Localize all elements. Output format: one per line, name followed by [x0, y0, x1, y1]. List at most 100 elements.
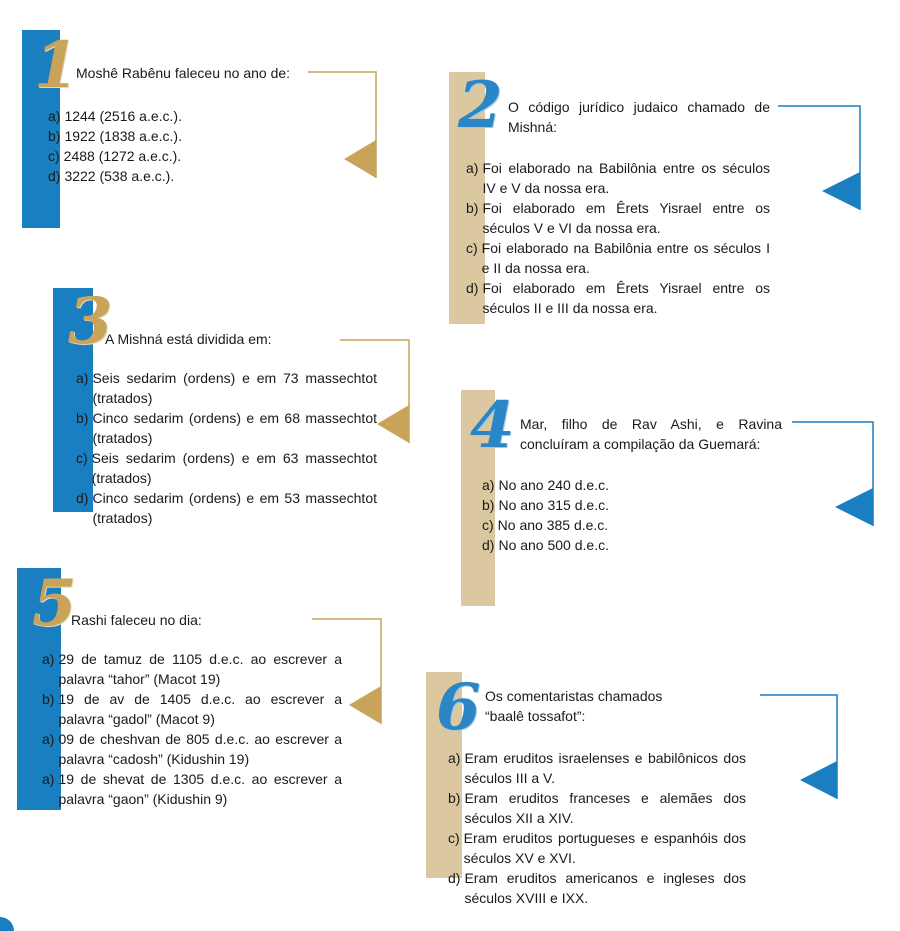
- question-5-text: Rashi faleceu no dia:: [71, 612, 202, 628]
- q4-arrow-triangle: [835, 488, 873, 526]
- q1-number: 1: [34, 28, 79, 103]
- option-item: b)Eram eruditos franceses e alemães dos …: [448, 788, 746, 828]
- option-letter: b): [448, 790, 461, 806]
- option-text: 3222 (538 a.e.c.).: [64, 168, 175, 184]
- q4-accent-bar: [461, 390, 495, 606]
- option-letter: a): [48, 108, 61, 124]
- option-text: Seis sedarim (ordens) e em 73 massechtot…: [92, 370, 377, 406]
- option-item: c)Eram eruditos portugueses e espanhóis …: [448, 828, 746, 868]
- option-text: No ano 500 d.e.c.: [498, 537, 609, 553]
- question-2: O código jurídico judaico chamado de Mis…: [508, 97, 770, 137]
- option-item: a)Seis sedarim (ordens) e em 73 massecht…: [76, 368, 377, 408]
- question-5-options: a)29 de tamuz de 1105 d.e.c. ao escrever…: [42, 649, 342, 809]
- option-item: d)Foi elaborado em Êrets Yisrael entre o…: [466, 278, 770, 318]
- question-1: Moshê Rabênu faleceu no ano de:: [76, 63, 304, 83]
- question-1-text: Moshê Rabênu faleceu no ano de:: [76, 65, 291, 81]
- option-letter: d): [48, 168, 61, 184]
- option-letter: a): [76, 370, 89, 386]
- option-letter: a): [42, 731, 55, 747]
- option-letter: b): [482, 497, 495, 513]
- option-text: No ano 385 d.e.c.: [497, 517, 609, 533]
- q5-arrow-triangle: [349, 686, 381, 724]
- option-item: b)No ano 315 d.e.c.: [482, 495, 742, 515]
- q6-arrow-triangle: [800, 761, 837, 799]
- option-item: c)No ano 385 d.e.c.: [482, 515, 742, 535]
- option-item: d)Cinco sedarim (ordens) e em 53 massech…: [76, 488, 377, 528]
- option-text: Foi elaborado em Êrets Yisrael entre os …: [482, 280, 770, 316]
- option-item: a)29 de tamuz de 1105 d.e.c. ao escrever…: [42, 649, 342, 689]
- option-text: 19 de av de 1405 d.e.c. ao escrever a pa…: [58, 691, 342, 727]
- option-text: Foi elaborado em Êrets Yisrael entre os …: [482, 200, 770, 236]
- option-letter: c): [76, 450, 88, 466]
- option-letter: b): [48, 128, 61, 144]
- option-letter: c): [482, 517, 494, 533]
- option-item: c)2488 (1272 a.e.c.).: [48, 146, 308, 166]
- option-item: d)No ano 500 d.e.c.: [482, 535, 742, 555]
- option-letter: c): [448, 830, 460, 846]
- q4-number: 4: [470, 388, 515, 463]
- option-item: a)Eram eruditos israelenses e babilônico…: [448, 748, 746, 788]
- option-item: a)No ano 240 d.e.c.: [482, 475, 742, 495]
- option-item: a)Foi elaborado na Babilônia entre os sé…: [466, 158, 770, 198]
- option-text: Eram eruditos americanos e ingleses dos …: [464, 870, 746, 906]
- option-letter: b): [466, 200, 479, 216]
- question-2-options: a)Foi elaborado na Babilônia entre os sé…: [466, 158, 770, 318]
- option-letter: a): [466, 160, 479, 176]
- q2-arrow-triangle: [822, 172, 860, 210]
- option-letter: b): [42, 691, 55, 707]
- question-4: Mar, filho de Rav Ashi, e Ravina concluí…: [520, 414, 782, 454]
- question-1-options: a)1244 (2516 a.e.c.). b)1922 (1838 a.e.c…: [48, 106, 308, 186]
- question-3: A Mishná está dividida em:: [105, 329, 335, 349]
- q6-number: 6: [436, 670, 481, 745]
- question-6-text: Os comentaristas chamados “baalê tossafo…: [485, 688, 663, 724]
- option-item: d)Eram eruditos americanos e ingleses do…: [448, 868, 746, 908]
- option-text: Cinco sedarim (ordens) e em 68 massechto…: [92, 410, 377, 446]
- option-item: a)19 de shevat de 1305 d.e.c. ao escreve…: [42, 769, 342, 809]
- option-text: 1922 (1838 a.e.c.).: [64, 128, 182, 144]
- option-item: b)Foi elaborado em Êrets Yisrael entre o…: [466, 198, 770, 238]
- option-item: b)19 de av de 1405 d.e.c. ao escrever a …: [42, 689, 342, 729]
- q5-accent-bar: [17, 568, 61, 810]
- option-item: b)Cinco sedarim (ordens) e em 68 massech…: [76, 408, 377, 448]
- question-5: Rashi faleceu no dia:: [71, 610, 301, 630]
- option-text: Eram eruditos israelenses e babilônicos …: [464, 750, 746, 786]
- option-item: a)09 de cheshvan de 805 d.e.c. ao escrev…: [42, 729, 342, 769]
- q6-accent-bar: [426, 672, 462, 878]
- option-text: No ano 315 d.e.c.: [498, 497, 609, 513]
- option-text: 2488 (1272 a.e.c.).: [63, 148, 182, 164]
- q1-arrow-triangle: [344, 140, 376, 178]
- option-letter: c): [48, 148, 60, 164]
- option-letter: a): [482, 477, 495, 493]
- q1-accent-bar: [22, 30, 60, 228]
- option-item: c)Seis sedarim (ordens) e em 63 massecht…: [76, 448, 377, 488]
- q5-number: 5: [32, 566, 77, 641]
- option-letter: a): [42, 771, 55, 787]
- option-text: Eram eruditos portugueses e espanhóis do…: [463, 830, 746, 866]
- option-item: d)3222 (538 a.e.c.).: [48, 166, 308, 186]
- option-text: Foi elaborado na Babilônia entre os sécu…: [481, 240, 770, 276]
- question-2-text: O código jurídico judaico chamado de Mis…: [508, 99, 770, 135]
- question-4-text: Mar, filho de Rav Ashi, e Ravina concluí…: [520, 416, 782, 452]
- option-text: Foi elaborado na Babilônia entre os sécu…: [482, 160, 770, 196]
- q2-number: 2: [458, 68, 503, 143]
- option-text: No ano 240 d.e.c.: [498, 477, 609, 493]
- q2-accent-bar: [449, 72, 485, 324]
- option-letter: d): [76, 490, 89, 506]
- option-letter: d): [466, 280, 479, 296]
- option-letter: c): [466, 240, 478, 256]
- option-letter: d): [448, 870, 461, 886]
- option-text: 1244 (2516 a.e.c.).: [64, 108, 182, 124]
- q3-number: 3: [68, 284, 113, 359]
- option-text: Eram eruditos franceses e alemães dos sé…: [464, 790, 746, 826]
- question-6: Os comentaristas chamados “baalê tossafo…: [485, 686, 685, 726]
- option-item: b)1922 (1838 a.e.c.).: [48, 126, 308, 146]
- option-text: Cinco sedarim (ordens) e em 53 massechto…: [92, 490, 377, 526]
- q3-arrow-triangle: [377, 405, 409, 443]
- option-text: 09 de cheshvan de 805 d.e.c. ao escrever…: [58, 731, 342, 767]
- option-text: 29 de tamuz de 1105 d.e.c. ao escrever a…: [58, 651, 342, 687]
- option-letter: b): [76, 410, 89, 426]
- option-text: Seis sedarim (ordens) e em 63 massechtot…: [91, 450, 377, 486]
- option-letter: a): [42, 651, 55, 667]
- question-4-options: a)No ano 240 d.e.c. b)No ano 315 d.e.c. …: [482, 475, 742, 555]
